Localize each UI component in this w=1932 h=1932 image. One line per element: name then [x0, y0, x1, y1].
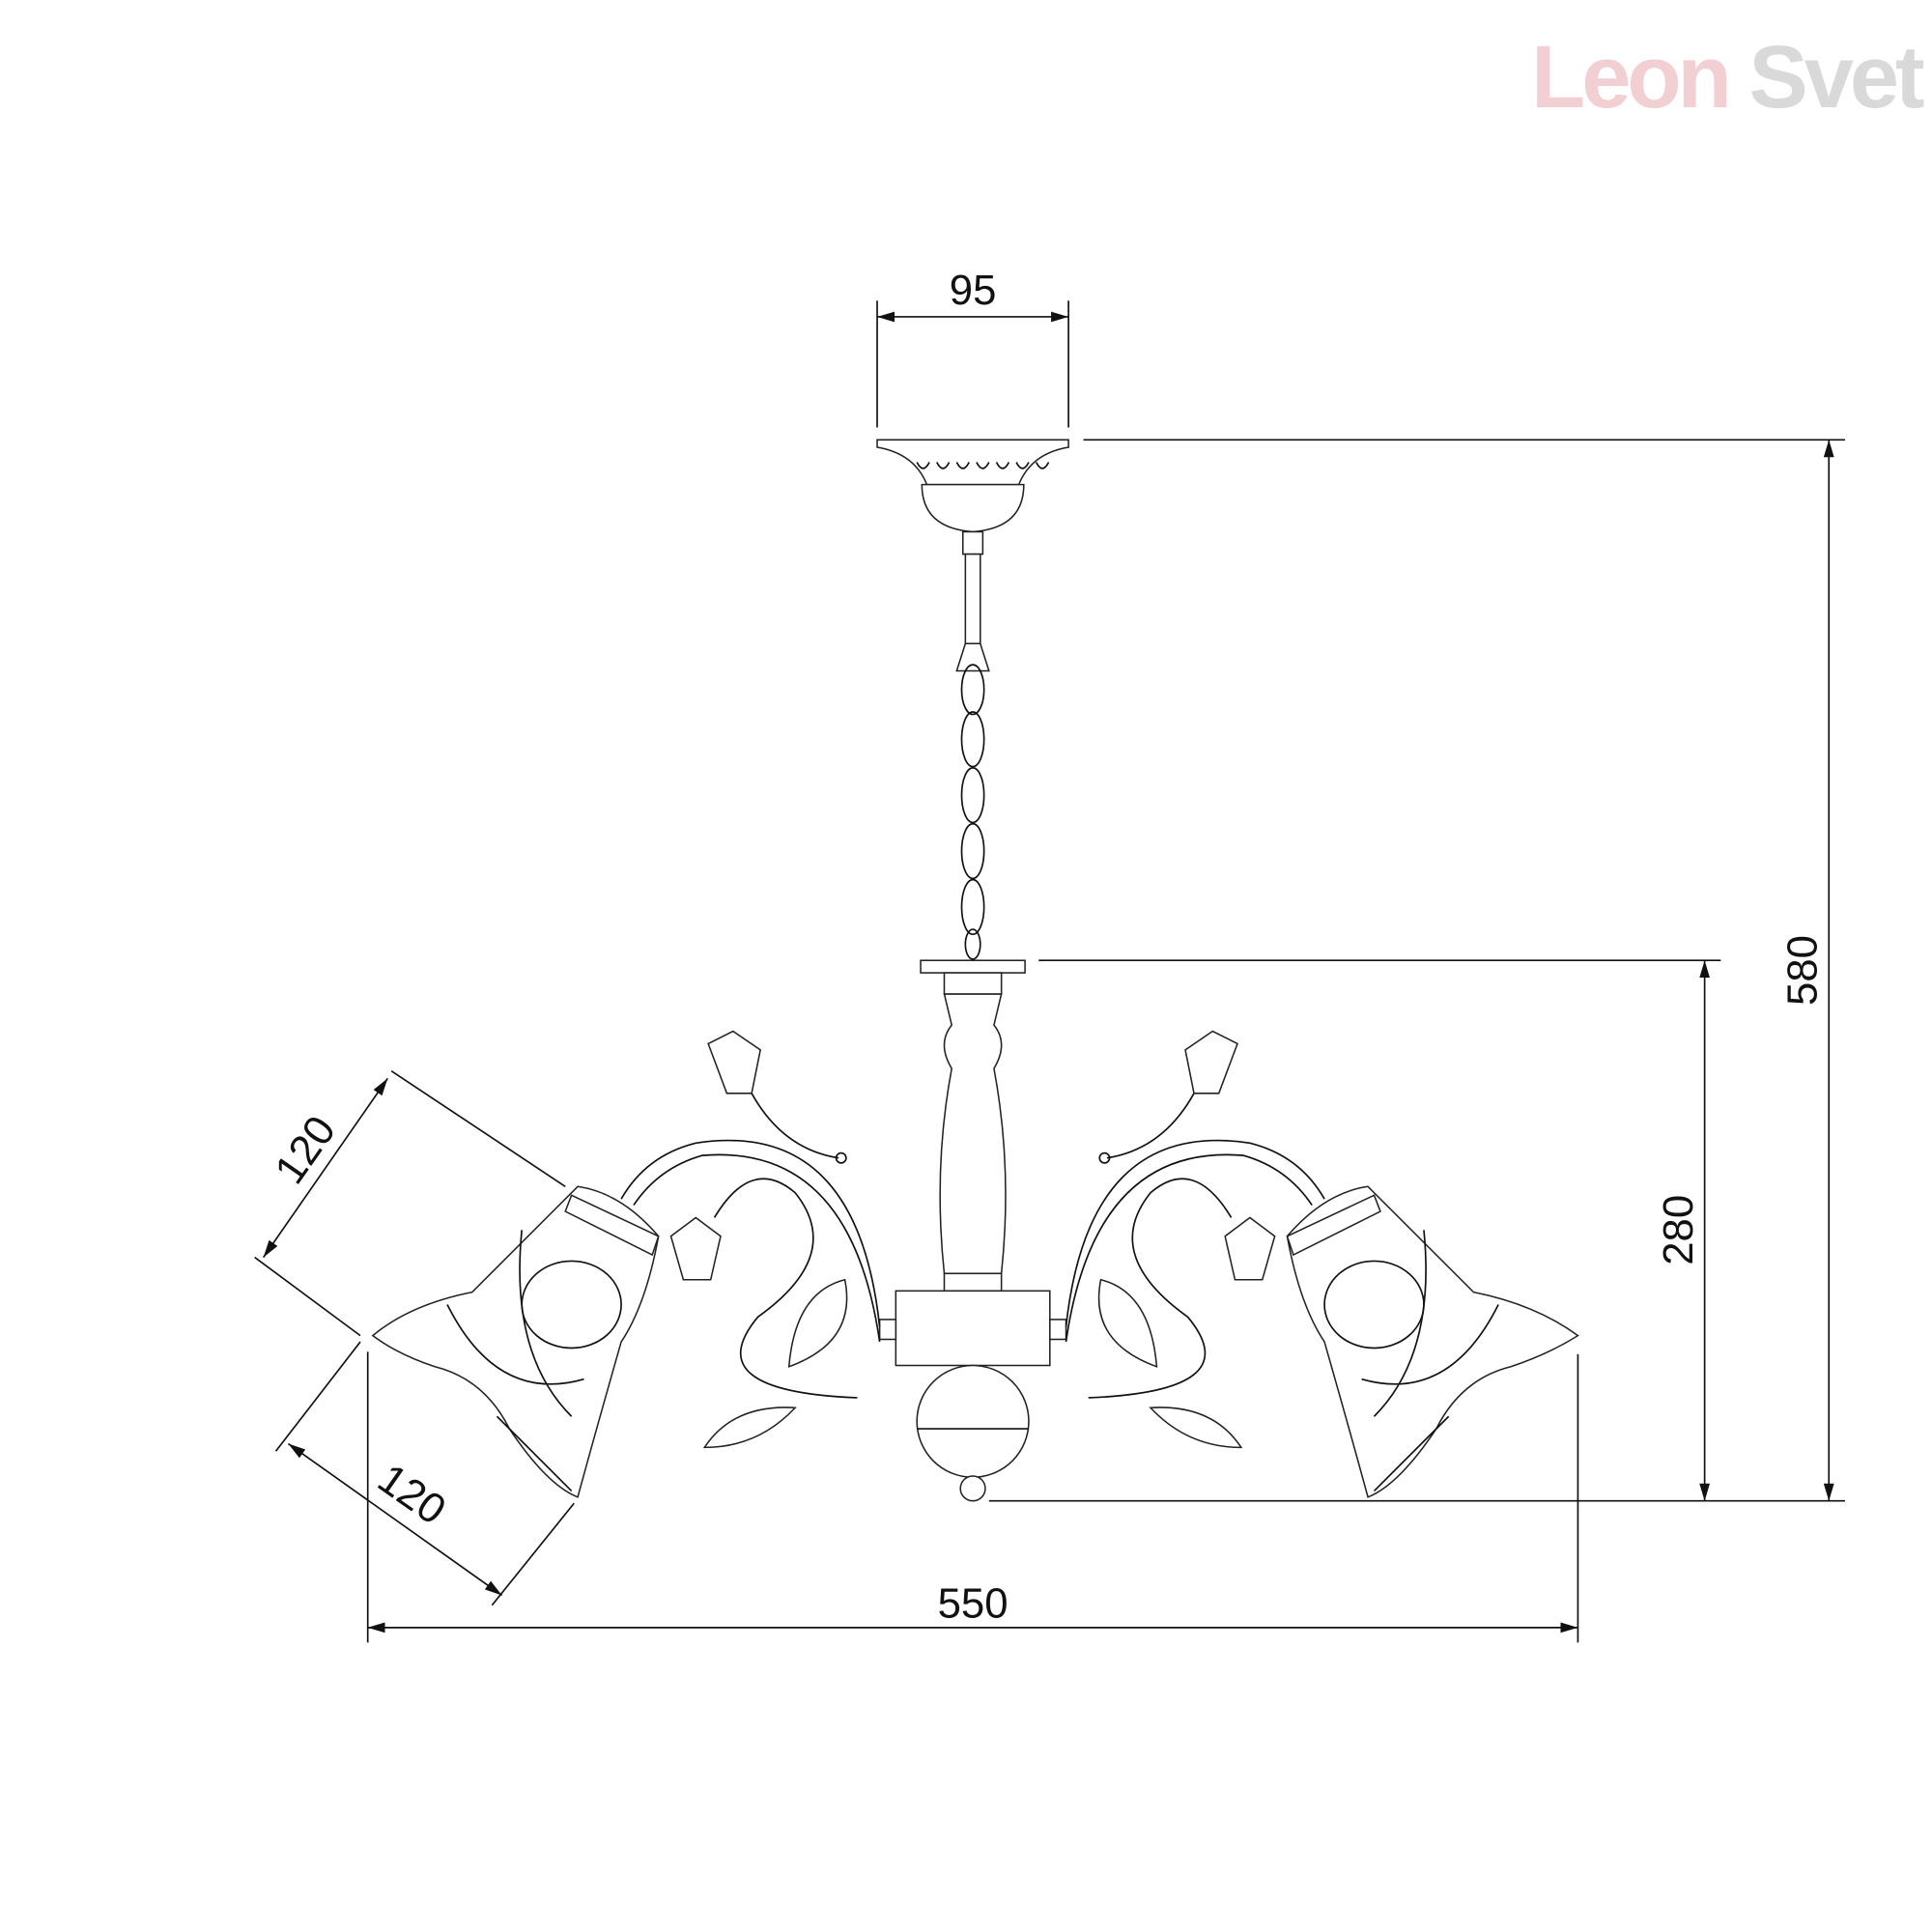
- chain: [960, 664, 985, 960]
- right-shade: [1286, 1185, 1579, 1498]
- leonsvet-logo: Leon Svet: [1531, 27, 1925, 128]
- logo-part-svet: Svet: [1748, 28, 1924, 127]
- left-arm: [620, 1030, 881, 1449]
- dimension-label-280: 280: [1655, 1195, 1702, 1265]
- ceiling-canopy: [876, 439, 1069, 672]
- chandelier: [371, 439, 1579, 1502]
- dimension-label-550: 550: [938, 1580, 1009, 1628]
- central-stem: [878, 959, 1067, 1502]
- dimension-label-120-width: 120: [369, 1455, 454, 1534]
- dimension-label-95: 95: [950, 267, 997, 314]
- dimensions: 95 580 280 550 120 120: [254, 267, 1845, 1643]
- dimension-body-height: 280: [1038, 959, 1721, 1501]
- logo-part-leon: Leon: [1531, 28, 1732, 127]
- left-shade: [371, 1185, 660, 1498]
- dimension-label-120-height: 120: [266, 1107, 345, 1192]
- dimension-label-580: 580: [1778, 935, 1826, 1006]
- dimension-total-height: 580: [988, 439, 1845, 1502]
- dimension-total-width: 550: [366, 1351, 1579, 1643]
- right-arm: [1065, 1030, 1325, 1449]
- dimension-canopy-width: 95: [876, 267, 1069, 428]
